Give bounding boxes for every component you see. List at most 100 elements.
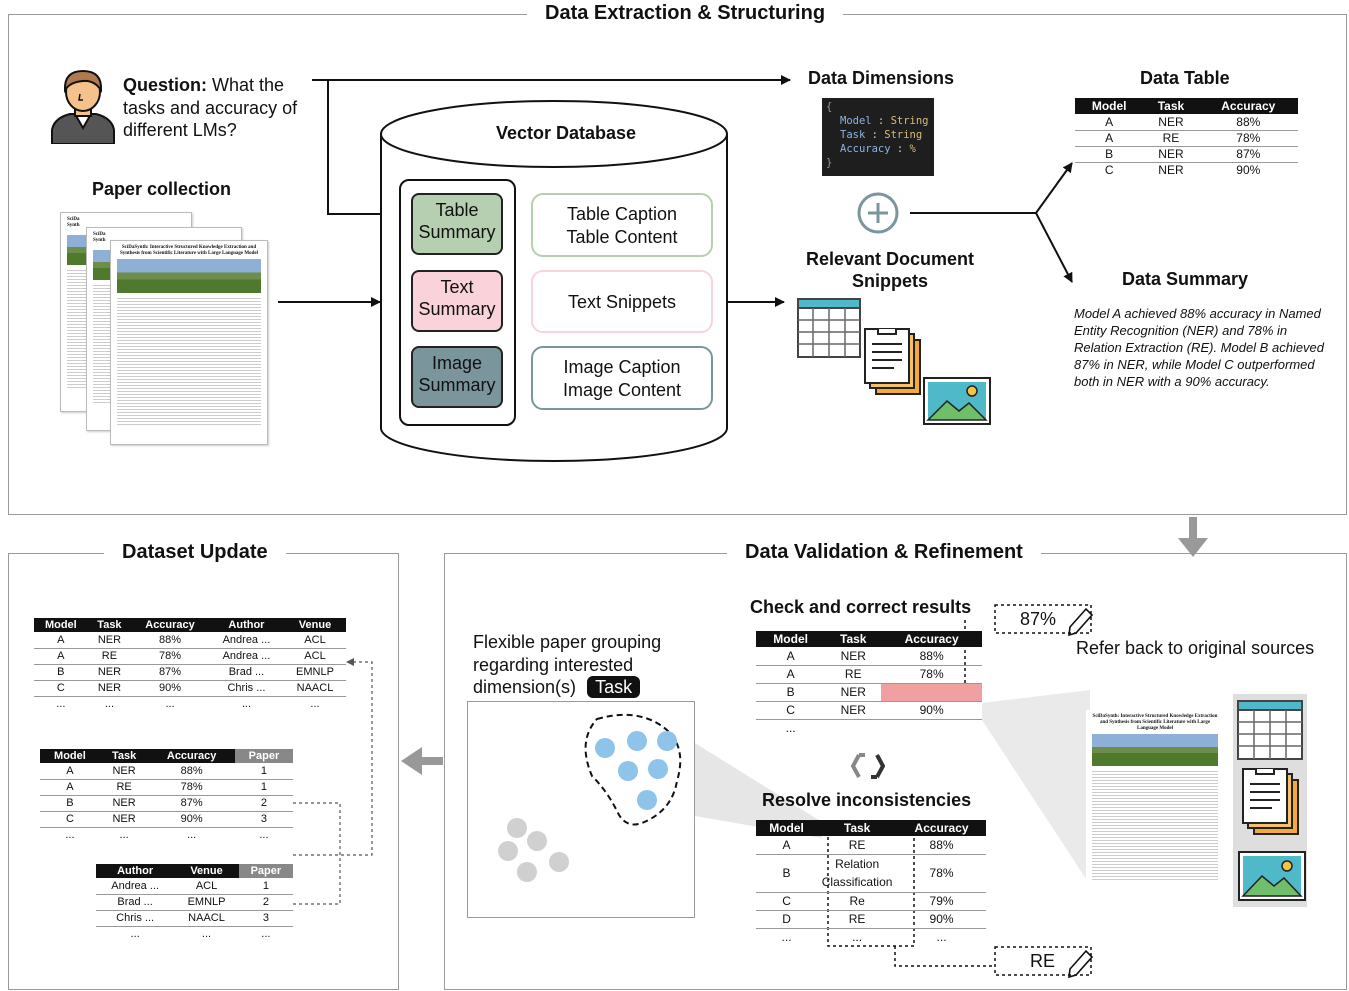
cell: 88% bbox=[148, 763, 235, 780]
paper-front-title: SciDaSynth: Interactive Structured Knowl… bbox=[120, 245, 258, 256]
image-caption-label: Image Caption bbox=[563, 357, 681, 377]
plus-icon bbox=[857, 192, 899, 234]
code-key-task: Task bbox=[840, 129, 866, 141]
cell: NER bbox=[1158, 163, 1184, 178]
cell: A bbox=[756, 836, 818, 855]
cell: NER bbox=[87, 680, 132, 697]
cell: 78% bbox=[131, 648, 209, 665]
header-accuracy: Accuracy bbox=[897, 820, 986, 836]
cell: NAACL bbox=[174, 910, 239, 927]
header-accuracy: Accuracy bbox=[148, 749, 235, 763]
cell: Chris ... bbox=[96, 910, 175, 927]
highlighted-cell[interactable] bbox=[881, 683, 982, 702]
table-content-label: Table Content bbox=[566, 227, 678, 247]
cell: 87% bbox=[148, 795, 235, 812]
header-paper: Paper bbox=[238, 864, 293, 878]
check-edit-value[interactable]: 87% bbox=[1020, 609, 1057, 629]
text-summary-label: Text Summary bbox=[418, 277, 496, 319]
cell: 1 bbox=[234, 763, 293, 780]
cell: Chris ... bbox=[208, 680, 285, 697]
cell: ... bbox=[119, 829, 129, 842]
question-line-1: What the bbox=[212, 75, 285, 95]
cell: 90% bbox=[131, 680, 209, 697]
relevant-snippets-line-2: Snippets bbox=[851, 271, 928, 291]
grouping-text: Flexible paper grouping regarding intere… bbox=[473, 631, 661, 699]
cell: RE bbox=[99, 779, 149, 796]
header-accuracy: Accuracy bbox=[131, 618, 209, 632]
image-content-label: Image Content bbox=[562, 380, 682, 400]
table-row: ......... bbox=[96, 926, 293, 942]
cell: ACL bbox=[284, 648, 346, 665]
extraction-title: Data Extraction & Structuring bbox=[527, 2, 844, 25]
cell: 3 bbox=[234, 811, 293, 828]
cell: 90% bbox=[1236, 163, 1261, 178]
cell: B bbox=[756, 683, 826, 702]
paper-mid-short-b: Synth bbox=[93, 238, 106, 243]
cell: 78% bbox=[881, 665, 982, 684]
paper-doc-front: SciDaSynth: Interactive Structured Knowl… bbox=[110, 240, 268, 445]
code-key-accuracy: Accuracy bbox=[840, 143, 891, 155]
table-content-box[interactable]: Table Caption Table Content bbox=[531, 193, 713, 257]
table-summary-box[interactable]: Table Summary bbox=[411, 193, 503, 255]
cell: Andrea ... bbox=[96, 878, 175, 895]
resolve-edit-value[interactable]: RE bbox=[1030, 951, 1056, 971]
cell: NER bbox=[99, 811, 149, 828]
cell: 2 bbox=[238, 894, 293, 911]
cell: C bbox=[34, 680, 88, 697]
cell: Andrea ... bbox=[208, 632, 285, 649]
cell: ... bbox=[781, 930, 792, 945]
vector-database-title: Vector Database bbox=[496, 123, 637, 143]
question-text: Question: What the tasks and accuracy of… bbox=[123, 74, 297, 142]
cell: ... bbox=[65, 829, 75, 842]
header-task: Task bbox=[825, 631, 882, 647]
cell: ACL bbox=[284, 632, 346, 649]
source-paper: SciDaSynth: Interactive Structured Knowl… bbox=[1086, 710, 1224, 885]
data-summary-title: Data Summary bbox=[1122, 269, 1249, 289]
resolve-title: Resolve inconsistencies bbox=[762, 790, 972, 810]
text-snippets-box[interactable]: Text Snippets bbox=[531, 270, 713, 333]
cell: ... bbox=[936, 930, 947, 945]
cell: RE bbox=[817, 910, 898, 929]
data-summary-text: Model A achieved 88% accuracy in Named E… bbox=[1074, 306, 1325, 389]
cell: 3 bbox=[238, 910, 293, 927]
source-document-icon bbox=[1242, 768, 1299, 835]
cell: Brad ... bbox=[208, 664, 285, 681]
header-task: Task bbox=[99, 749, 149, 763]
header-accuracy: Accuracy bbox=[881, 631, 982, 647]
cell: RE bbox=[87, 648, 132, 665]
text-summary-box[interactable]: Text Summary bbox=[411, 270, 503, 332]
code-type-task: String bbox=[884, 129, 923, 141]
cell: ... bbox=[130, 928, 140, 941]
cell: A bbox=[40, 763, 100, 780]
code-type-model: String bbox=[890, 115, 929, 127]
cell: NER bbox=[87, 664, 132, 681]
cell: A bbox=[1075, 130, 1144, 147]
image-summary-box[interactable]: Image Summary bbox=[411, 346, 503, 408]
image-content-box[interactable]: Image Caption Image Content bbox=[531, 346, 713, 410]
refer-back-text: Refer back to original sources bbox=[1076, 638, 1315, 658]
task-tag[interactable]: Task bbox=[587, 676, 641, 698]
cell: B bbox=[34, 664, 88, 681]
user-icon bbox=[51, 69, 115, 144]
cell: ... bbox=[310, 698, 320, 711]
cell: NER bbox=[99, 795, 149, 812]
relevant-snippets-title: Relevant Document Snippets bbox=[800, 248, 980, 292]
header-venue: Venue bbox=[174, 864, 239, 878]
header-paper: Paper bbox=[234, 749, 293, 763]
header-model: Model bbox=[756, 820, 818, 836]
cell: 2 bbox=[234, 795, 293, 812]
header-author: Author bbox=[208, 618, 285, 632]
cell: 78% bbox=[1198, 130, 1298, 147]
